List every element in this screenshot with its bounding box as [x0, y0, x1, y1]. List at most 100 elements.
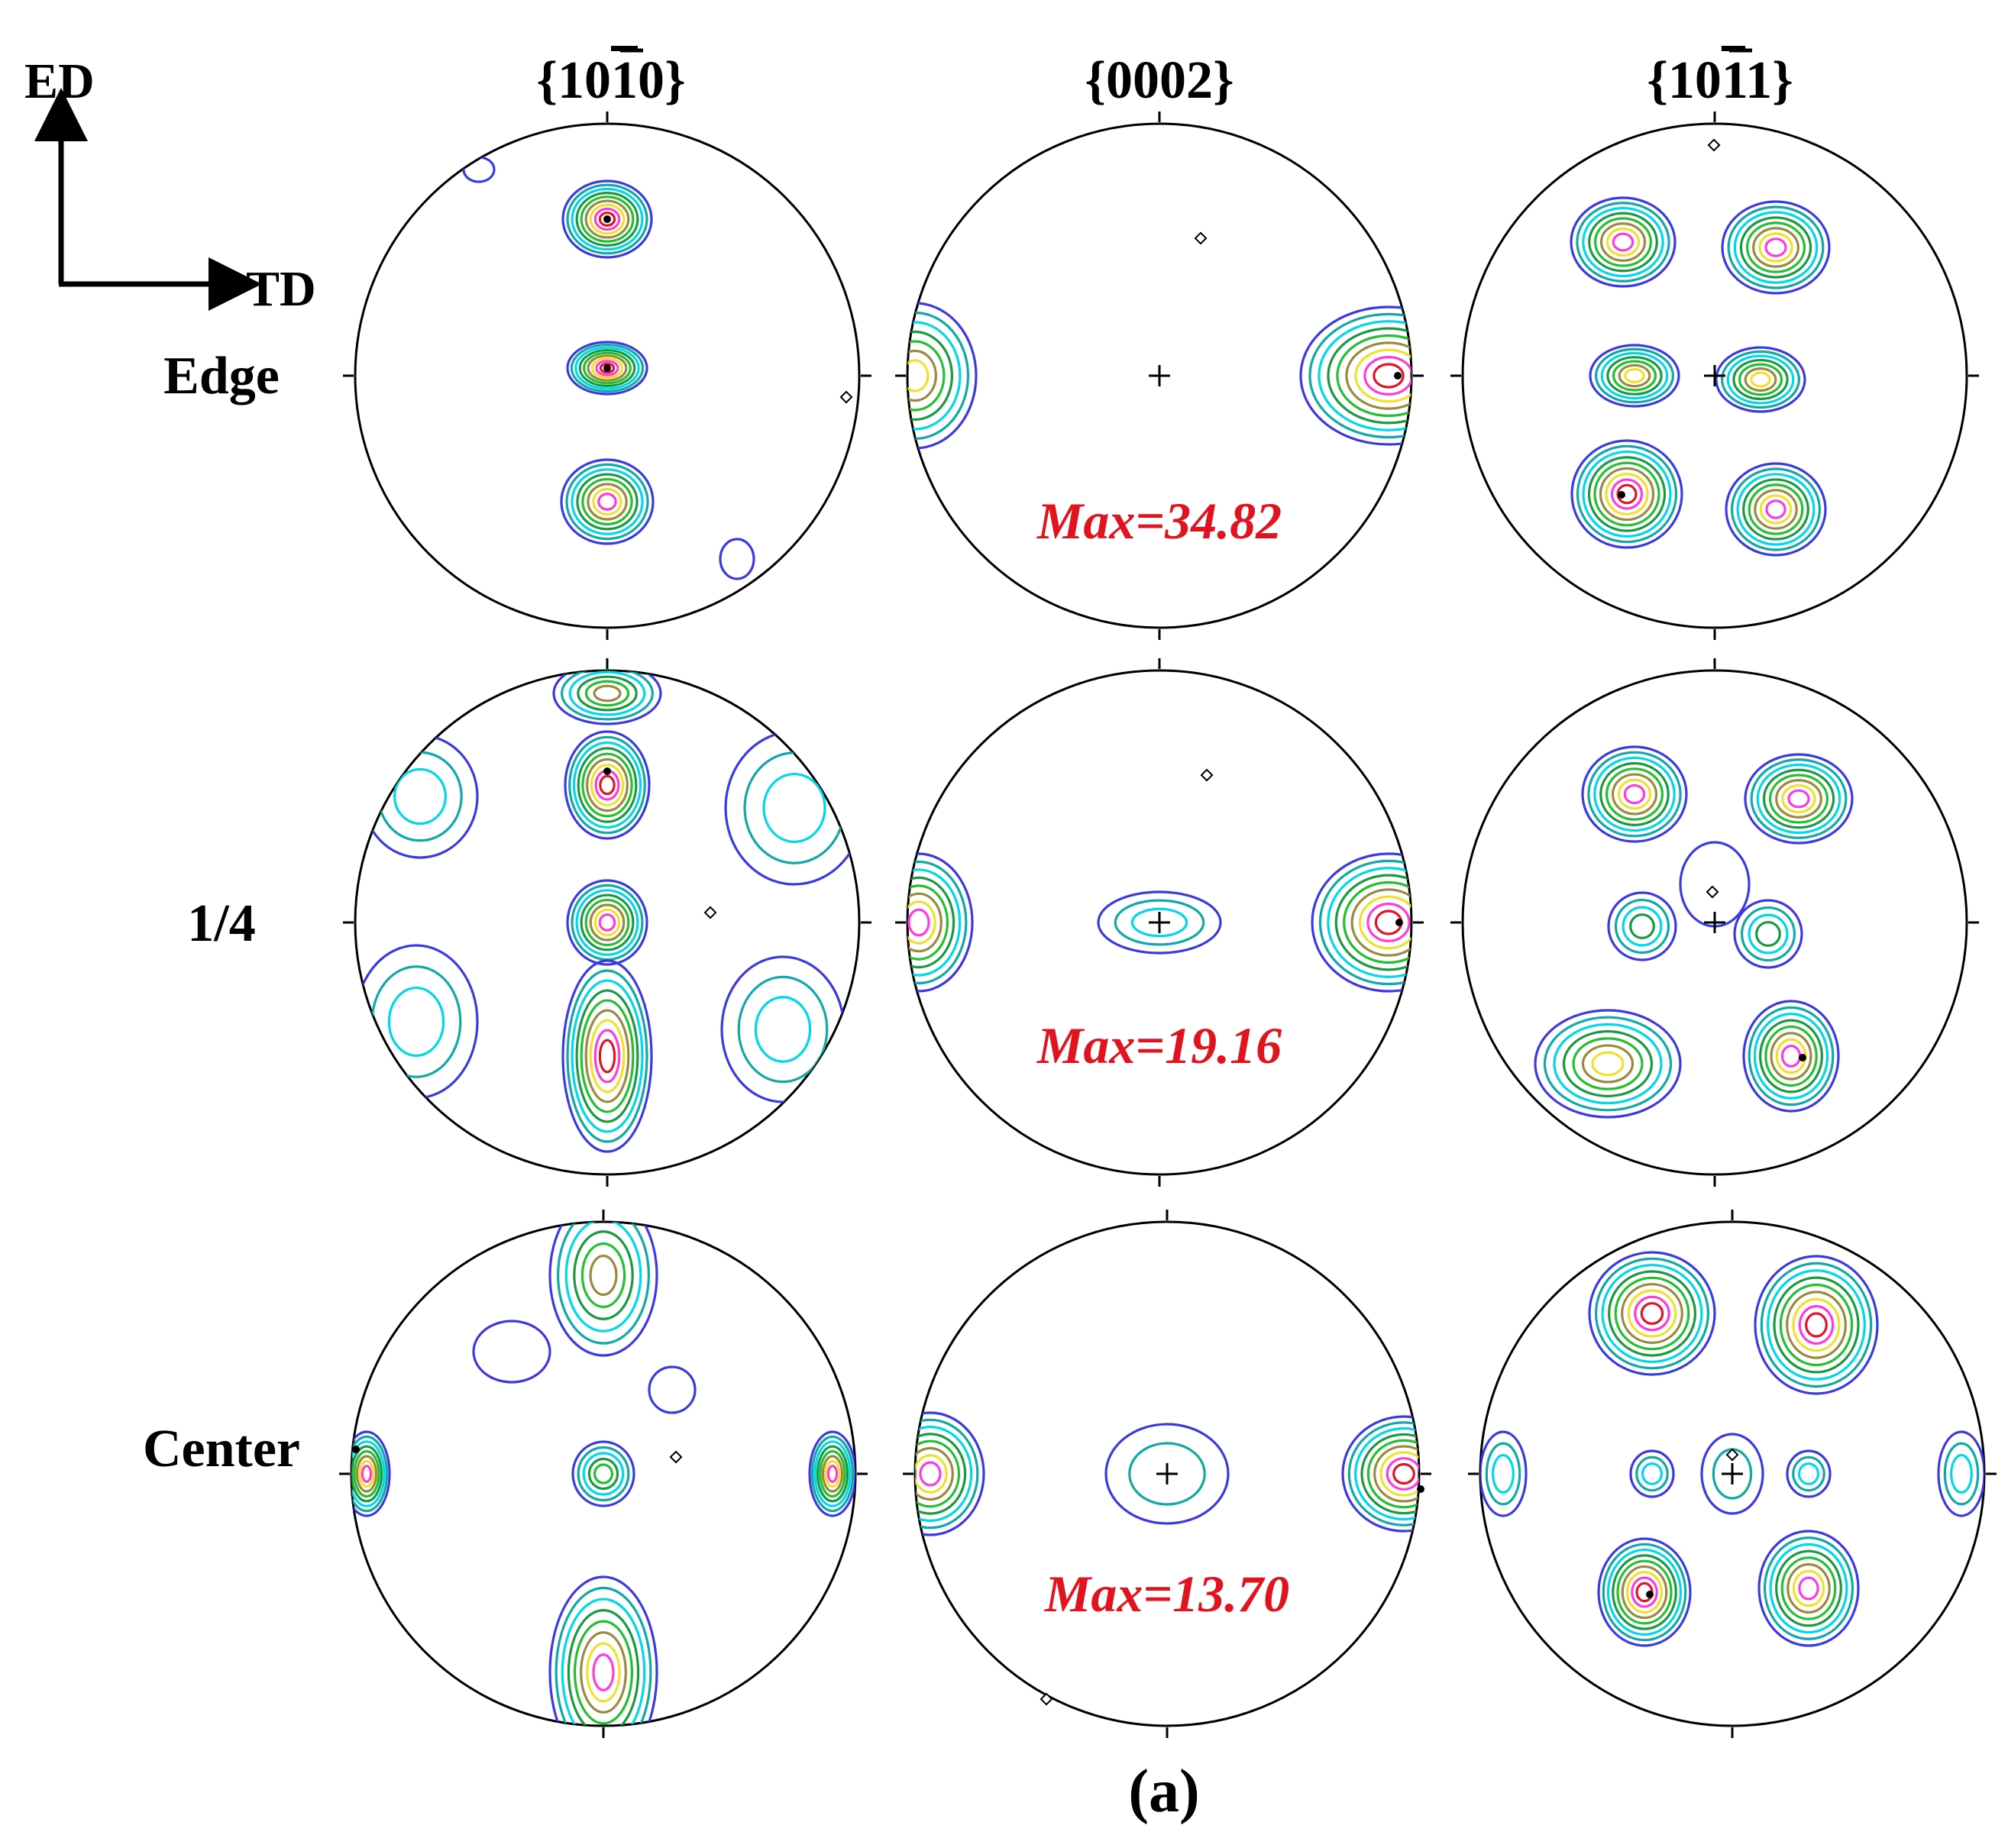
- column-headers: {1010} {0002} {1011}: [536, 48, 1793, 110]
- contour-line: [1587, 456, 1667, 532]
- contour-line: [1606, 356, 1663, 396]
- contour-line: [566, 341, 648, 396]
- column-header-0002: {0002}: [1085, 51, 1234, 110]
- contour-line: [568, 735, 646, 835]
- contour-line: [1780, 1556, 1837, 1620]
- contour-line: [593, 207, 621, 231]
- contour-line: [1480, 1430, 1528, 1517]
- max-label-edge: Max=34.82: [1036, 492, 1282, 550]
- contour-line: [1373, 363, 1405, 389]
- contour-line: [1576, 202, 1670, 283]
- contour-line: [570, 343, 645, 393]
- contour-line: [1730, 467, 1822, 551]
- contour-line: [1114, 899, 1205, 946]
- contour-line: [580, 1631, 627, 1714]
- contour-line: [1581, 745, 1688, 843]
- contour-line: [589, 1019, 626, 1094]
- contour-line: [1775, 779, 1822, 819]
- contour-line: [1759, 494, 1793, 525]
- contour-line: [1593, 756, 1676, 832]
- contour-line: [1492, 1453, 1515, 1494]
- contour-line: [1623, 783, 1646, 805]
- contour-line: [1750, 758, 1848, 839]
- contour-group: [1534, 745, 1854, 1119]
- row-label-quarter: 1/4: [187, 894, 255, 953]
- contour-line: [1770, 1032, 1812, 1081]
- contour-line: [737, 975, 829, 1084]
- contour-line: [587, 1457, 619, 1491]
- contour-line: [1621, 1283, 1683, 1344]
- contour-line: [1740, 906, 1796, 962]
- contour-line: [1745, 221, 1806, 273]
- contour-line: [1622, 906, 1663, 947]
- contour-line: [1534, 1009, 1682, 1119]
- contour-line: [1765, 499, 1787, 519]
- contour-line: [810, 1435, 855, 1513]
- contour-line: [566, 969, 648, 1143]
- contour-line: [1358, 895, 1411, 950]
- contour-line: [1617, 778, 1652, 810]
- contour-line: [1608, 1270, 1696, 1357]
- contour-line: [575, 989, 639, 1123]
- contour-line: [581, 477, 633, 526]
- contour-line: [590, 357, 624, 380]
- contour-line: [1805, 1312, 1828, 1338]
- contour-line: [548, 1575, 658, 1726]
- contour-line: [1614, 898, 1670, 955]
- contour-line: [587, 483, 628, 521]
- contour-line: [819, 1449, 846, 1498]
- contour-line: [1605, 227, 1641, 257]
- contour-line: [1764, 237, 1787, 257]
- contour-line: [907, 349, 937, 402]
- contour-line: [1797, 1462, 1820, 1485]
- contour-line: [1631, 1576, 1658, 1608]
- contour-line: [808, 1430, 855, 1517]
- contour-line: [1582, 206, 1664, 278]
- row-labels: Edge 1/4 Center: [143, 347, 300, 1478]
- contour-line: [1318, 320, 1411, 431]
- contour-line: [1345, 341, 1411, 410]
- contour-line: [599, 362, 616, 374]
- marker-diamond: [1706, 885, 1719, 899]
- contour-line: [1587, 751, 1682, 838]
- contour-line: [586, 758, 629, 813]
- contour-line: [592, 487, 622, 516]
- contour-line: [1616, 483, 1638, 505]
- contour-line: [584, 199, 630, 239]
- contour-line: [1738, 363, 1783, 396]
- contour-line: [1347, 1421, 1419, 1527]
- pole-figure-center-0002: [903, 1210, 1431, 1738]
- contour-line: [1779, 1283, 1854, 1367]
- contour-group: [462, 156, 755, 580]
- contour-line: [1336, 334, 1411, 418]
- contour-line: [560, 458, 655, 545]
- contour-line: [1757, 1530, 1860, 1647]
- pole-figure-edge-1011: [1450, 111, 1979, 640]
- contour-line: [582, 1452, 625, 1496]
- contour-line: [387, 986, 445, 1058]
- contour-line: [1605, 767, 1664, 821]
- contour-line: [907, 868, 962, 977]
- contour-line: [1787, 1563, 1831, 1614]
- contour-line: [552, 670, 662, 725]
- contour-line: [1739, 216, 1812, 279]
- contour-line: [593, 1029, 621, 1084]
- contour-line: [355, 1455, 378, 1493]
- contour-line: [1581, 1044, 1635, 1084]
- contour-line: [907, 884, 949, 961]
- contour-line: [907, 908, 930, 937]
- contour-line: [353, 1449, 380, 1498]
- contour-line: [571, 187, 644, 251]
- contour-line: [1792, 1297, 1841, 1352]
- contour-line: [1354, 348, 1411, 403]
- contour-line: [915, 1439, 961, 1508]
- contour-line: [1732, 358, 1789, 401]
- contour-line: [1607, 891, 1677, 961]
- contour-line: [1599, 762, 1670, 826]
- marker-dot: [1417, 1485, 1424, 1493]
- contour-line: [1937, 1430, 1984, 1517]
- contour-line: [919, 1461, 942, 1487]
- contour-line: [907, 860, 968, 985]
- contour-line: [1700, 1433, 1764, 1515]
- contour-line: [1570, 196, 1677, 288]
